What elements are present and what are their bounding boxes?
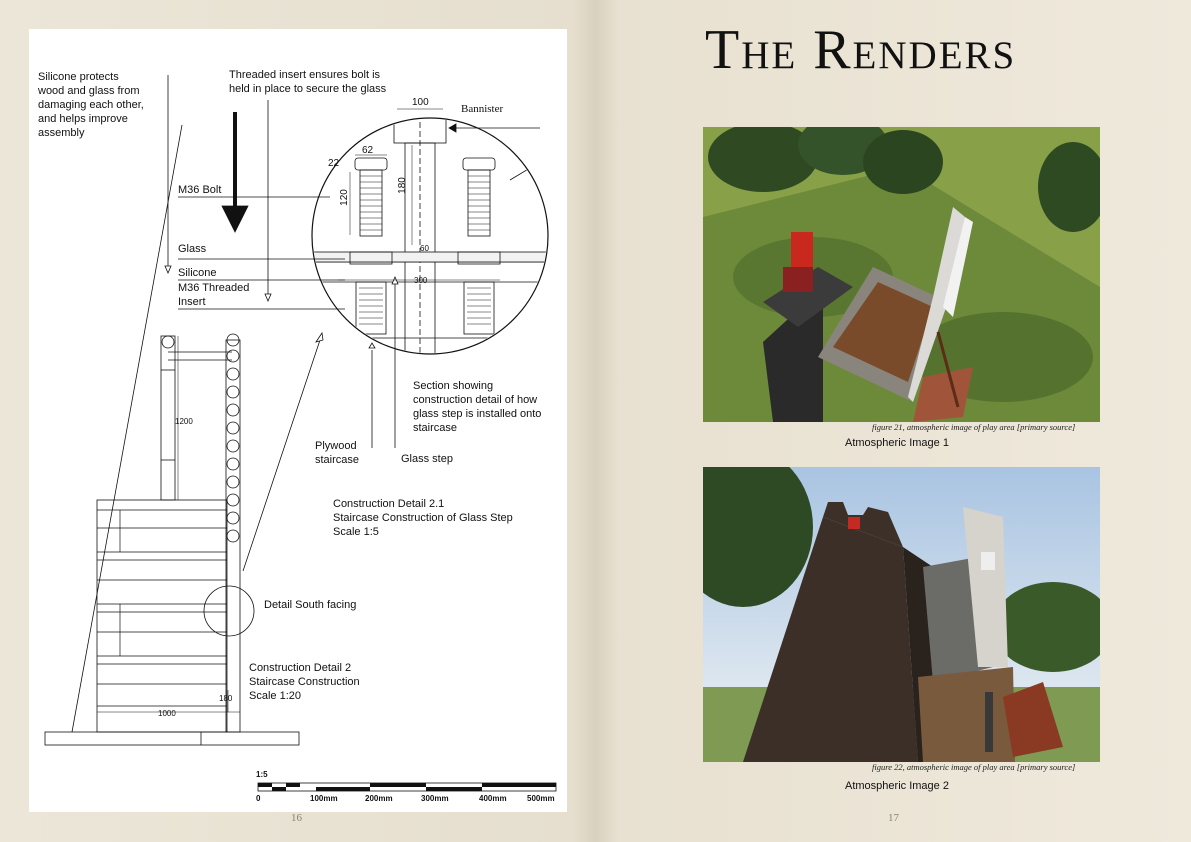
render-1-name: Atmospheric Image 1 — [845, 437, 949, 449]
silicone-note: Silicone protects wood and glass from da… — [38, 71, 144, 139]
scale-bar — [257, 782, 557, 792]
dim-60: 60 — [420, 244, 429, 253]
dim-1200: 1200 — [175, 417, 193, 426]
page-number-left: 16 — [291, 812, 302, 824]
page-title: The Renders — [705, 19, 1017, 81]
m36-bolt-label: M36 Bolt — [178, 184, 222, 196]
dim-180-base: 180 — [219, 694, 233, 703]
scale-tick-100: 100mm — [310, 794, 338, 803]
scale-tick-200: 200mm — [365, 794, 393, 803]
dim-22: 22 — [328, 158, 340, 169]
detail-south-label: Detail South facing — [264, 599, 357, 611]
scale-tick-500: 500mm — [527, 794, 555, 803]
render-2-name: Atmospheric Image 2 — [845, 780, 949, 792]
drawing-sheet — [29, 29, 567, 812]
scale-ratio: 1:5 — [256, 770, 268, 779]
scale-tick-0: 0 — [256, 794, 261, 803]
threaded-insert-note: Threaded insert ensures bolt is held in … — [229, 69, 387, 95]
plywood-label: Plywood staircase — [315, 440, 360, 466]
dim-300: 300 — [414, 276, 428, 285]
render-1-caption: figure 21, atmospheric image of play are… — [872, 422, 1076, 432]
glass-step-label: Glass step — [401, 453, 453, 465]
glass-label: Glass — [178, 243, 207, 255]
dim-62: 62 — [362, 145, 374, 156]
section-note: Section showing construction detail of h… — [413, 380, 542, 434]
dim-120: 120 — [338, 189, 350, 206]
detail-2-title: Construction Detail 2 Staircase Construc… — [249, 662, 360, 702]
dim-100: 100 — [412, 97, 429, 108]
scale-tick-400: 400mm — [479, 794, 507, 803]
dim-180: 180 — [396, 177, 408, 194]
detail-2-1-title: Construction Detail 2.1 Staircase Constr… — [333, 498, 513, 538]
render-image-2 — [703, 467, 1100, 762]
m36-insert-label: M36 Threaded Insert — [178, 282, 250, 308]
dim-1000: 1000 — [158, 709, 176, 718]
bannister-label: Bannister — [461, 103, 504, 115]
render-2-caption: figure 22, atmospheric image of play are… — [872, 762, 1076, 772]
scale-tick-300: 300mm — [421, 794, 449, 803]
page-number-right: 17 — [888, 812, 899, 824]
render-image-1 — [703, 127, 1100, 422]
silicone-label: Silicone — [178, 267, 217, 279]
